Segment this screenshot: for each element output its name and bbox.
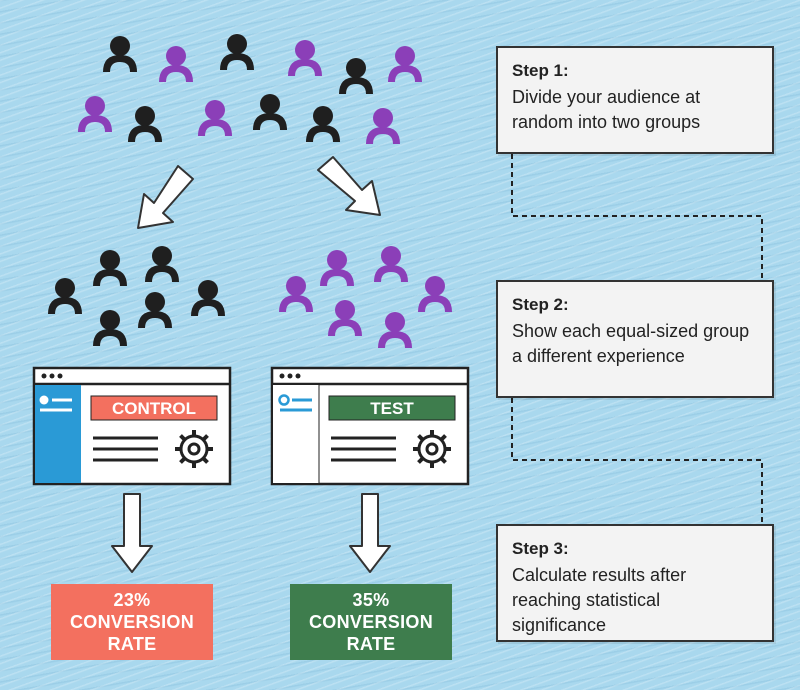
- audience-crowd: [78, 34, 422, 144]
- test-label: TEST: [370, 399, 414, 418]
- step-2-text: Show each equal-sized group a different …: [512, 321, 750, 366]
- step-3-text: Calculate results after reaching statist…: [512, 565, 687, 635]
- person-icon: [191, 280, 225, 316]
- person-icon: [93, 250, 127, 286]
- person-icon: [306, 106, 340, 142]
- person-icon: [93, 310, 127, 346]
- step-connector: [511, 154, 763, 524]
- person-icon: [138, 292, 172, 328]
- person-icon: [374, 246, 408, 282]
- arrow-down-right-icon: [317, 156, 381, 216]
- window-dot-icon: [41, 373, 47, 379]
- test-browser-window: TEST: [270, 366, 470, 486]
- step-3-title: Step 3:: [512, 539, 569, 558]
- person-icon: [145, 246, 179, 282]
- person-icon: [339, 58, 373, 94]
- arrow-down-left-icon: [137, 165, 194, 229]
- test-conversion-value: 35%: [352, 590, 390, 610]
- control-label-badge: [90, 395, 218, 421]
- control-conversion-value: 23%: [113, 590, 151, 610]
- person-icon: [418, 276, 452, 312]
- window-dot-icon: [295, 373, 301, 379]
- control-conversion-label: CONVERSION RATE: [69, 612, 195, 654]
- person-icon: [366, 108, 400, 144]
- window-dot-icon: [287, 373, 293, 379]
- test-label-badge: [328, 395, 456, 421]
- step-2-title: Step 2:: [512, 295, 569, 314]
- window-dot-icon: [57, 373, 63, 379]
- person-icon: [253, 94, 287, 130]
- test-result-badge: 35% CONVERSION RATE: [290, 584, 452, 660]
- person-icon: [198, 100, 232, 136]
- step-1-box: Step 1: Divide your audience at random i…: [496, 46, 774, 154]
- control-group-crowd: [48, 246, 225, 346]
- person-icon: [78, 96, 112, 132]
- step-2-box: Step 2: Show each equal-sized group a di…: [496, 280, 774, 398]
- person-icon: [279, 276, 313, 312]
- control-browser-window: CONTROL: [32, 366, 232, 486]
- test-conversion-label: CONVERSION RATE: [308, 612, 434, 654]
- arrow-down-icon: [111, 493, 153, 573]
- step-1-title: Step 1:: [512, 61, 569, 80]
- control-label: CONTROL: [112, 399, 196, 418]
- person-icon: [328, 300, 362, 336]
- person-icon: [48, 278, 82, 314]
- step-3-box: Step 3: Calculate results after reaching…: [496, 524, 774, 642]
- person-icon: [220, 34, 254, 70]
- person-icon: [128, 106, 162, 142]
- test-group-crowd: [279, 246, 452, 348]
- person-icon: [288, 40, 322, 76]
- arrow-down-icon: [349, 493, 391, 573]
- person-icon: [103, 36, 137, 72]
- window-dot-icon: [279, 373, 285, 379]
- control-result-badge: 23% CONVERSION RATE: [51, 584, 213, 660]
- person-icon: [378, 312, 412, 348]
- person-icon: [159, 46, 193, 82]
- person-icon: [388, 46, 422, 82]
- window-dot-icon: [49, 373, 55, 379]
- step-1-text: Divide your audience at random into two …: [512, 87, 701, 132]
- person-icon: [320, 250, 354, 286]
